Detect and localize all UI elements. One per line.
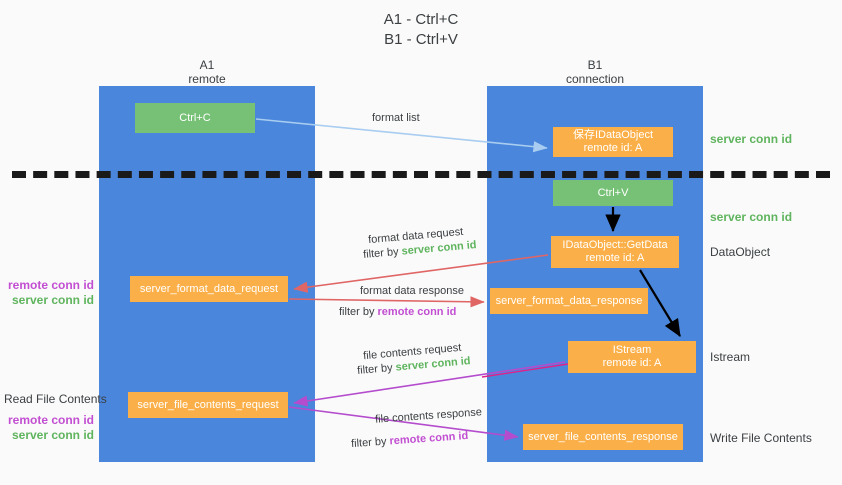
node-istream[interactable]: IStream remote id: A <box>568 341 696 373</box>
note-write-file-contents: Write File Contents <box>710 431 812 445</box>
filter-key-remote-conn-id: remote conn id <box>377 306 457 318</box>
node-server-file-contents-request[interactable]: server_file_contents_request <box>128 392 288 418</box>
note-conn-ids-format: remote conn id server conn id <box>6 278 94 308</box>
edge-format-list <box>255 118 548 153</box>
title-line-1: A1 - Ctrl+C <box>383 11 459 28</box>
edge-label-format-data-response-filter: filter by remote conn id <box>339 305 456 319</box>
node-idataobject-getdata[interactable]: IDataObject::GetData remote id: A <box>551 236 679 268</box>
note-dataobject: DataObject <box>710 245 771 259</box>
node-ctrl-v-label: Ctrl+V <box>597 186 629 199</box>
node-idataobject-getdata-line2: remote id: A <box>585 252 645 264</box>
filter-prefix: filter by <box>362 245 403 261</box>
node-ctrl-c-label: Ctrl+C <box>179 111 211 124</box>
page-title: A1 - Ctrl+C B1 - Ctrl+V <box>0 10 842 50</box>
column-header-b1: B1 connection <box>487 58 703 86</box>
title-line-2: B1 - Ctrl+V <box>384 31 458 48</box>
note-remote-conn-id: remote conn id <box>7 278 94 292</box>
filter-prefix: filter by <box>356 361 397 377</box>
node-istream-line2: remote id: A <box>602 357 662 369</box>
edge-istream-stub <box>481 363 569 378</box>
node-server-file-contents-response-label: server_file_contents_response <box>528 430 678 443</box>
column-b1-name: B1 <box>587 58 603 72</box>
node-server-format-data-request[interactable]: server_format_data_request <box>130 276 288 302</box>
note-istream: Istream <box>710 350 751 364</box>
filter-prefix: filter by <box>350 435 390 451</box>
edge-label-format-list: format list <box>372 112 420 124</box>
node-save-idataobject-line1: 保存IDataObject <box>572 129 654 141</box>
edge-file-contents-response <box>288 406 519 441</box>
note-server-conn-id: server conn id <box>11 428 94 442</box>
column-a1-name: A1 <box>199 58 215 72</box>
node-ctrl-c[interactable]: Ctrl+C <box>135 103 255 133</box>
column-a1-sub: remote <box>188 72 226 86</box>
node-ctrl-v[interactable]: Ctrl+V <box>553 180 673 206</box>
node-server-format-data-response-label: server_format_data_response <box>495 294 643 307</box>
column-b1-sub: connection <box>565 72 625 86</box>
node-server-format-data-request-label: server_format_data_request <box>139 282 279 295</box>
filter-prefix: filter by <box>339 306 378 318</box>
note-server-conn-id: server conn id <box>11 293 94 307</box>
node-istream-line1: IStream <box>612 344 652 356</box>
note-remote-conn-id: remote conn id <box>7 413 94 427</box>
edge-format-data-response <box>288 296 485 308</box>
edge-file-contents-request <box>293 361 566 407</box>
note-read-file-contents: Read File Contents <box>4 392 107 406</box>
column-header-a1: A1 remote <box>99 58 315 86</box>
node-save-idataobject-line2: remote id: A <box>583 142 643 154</box>
node-server-file-contents-response[interactable]: server_file_contents_response <box>523 424 683 450</box>
node-save-idataobject[interactable]: 保存IDataObject remote id: A <box>553 127 673 157</box>
edge-getdata-to-istream <box>639 269 681 337</box>
clipboard-boundary-divider <box>12 171 830 178</box>
node-server-file-contents-request-label: server_file_contents_request <box>137 398 279 411</box>
note-server-conn-id-top: server conn id <box>710 132 793 146</box>
note-server-conn-id-mid: server conn id <box>710 210 793 224</box>
edge-label-format-data-response: format data response <box>360 285 464 297</box>
edge-format-data-request <box>293 254 549 293</box>
node-server-format-data-response[interactable]: server_format_data_response <box>490 288 648 314</box>
note-conn-ids-file: remote conn id server conn id <box>6 413 94 443</box>
node-idataobject-getdata-line1: IDataObject::GetData <box>562 239 668 251</box>
